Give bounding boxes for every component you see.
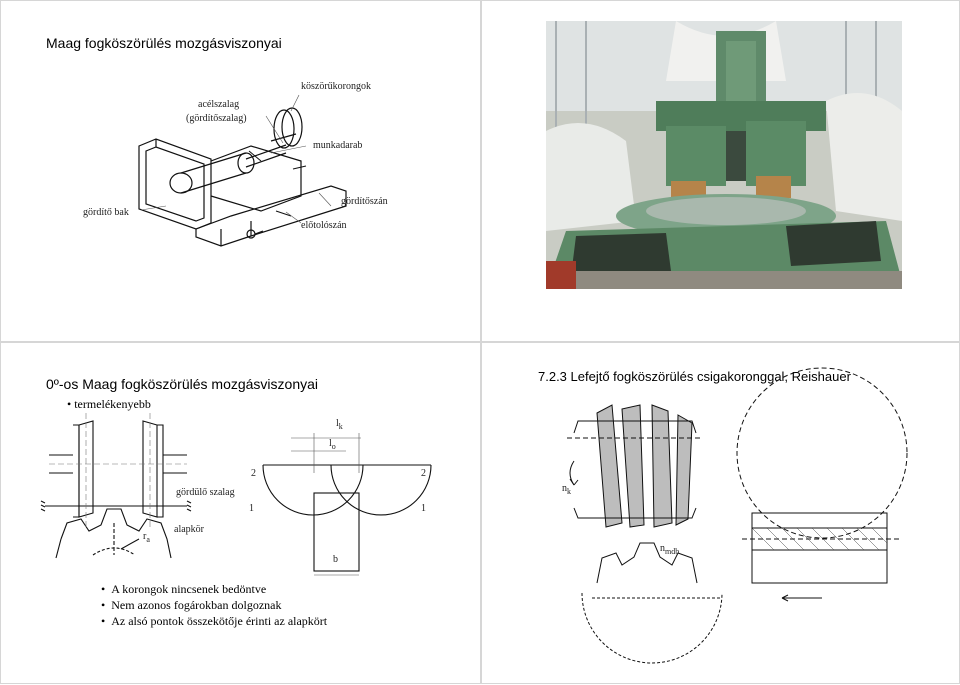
slide-machine-photo [481,0,960,342]
label-gorditoszan: gördítőszán [341,196,388,207]
bullet-list: A korongok nincsenek bedöntve Nem azonos… [101,581,327,629]
label-ra: ra [143,531,150,544]
label-gordito-bak: gördítő bak [83,207,129,218]
label-elotoloszan: előtolószán [301,220,347,231]
label-nmdb: nmdb [660,543,680,556]
label-2-left: 2 [251,468,256,479]
label-koszorukorongok: köszörűkorongok [301,81,371,92]
label-gorditoszalag: (gördítőszalag) [186,113,247,124]
label-b: b [333,554,338,565]
bullet-item: A korongok nincsenek bedöntve [101,581,327,597]
bullet-item: Az alsó pontok összekötője érinti az ala… [101,613,327,629]
label-lo: lo [329,438,336,451]
zero-degree-diagram [40,413,432,576]
label-alapkor: alapkör [174,524,204,535]
slide-reishauer: 7.2.3 Lefejtő fogköszörülés csigakorongg… [481,342,960,684]
label-nk: nk [562,483,571,496]
label-gordulo-szalag: gördülő szalag [176,487,235,498]
label-lk: lk [336,418,343,431]
slide-maag-motion: Maag fogköszörülés mozgásviszonyai [0,0,481,342]
slide-title: 0º-os Maag fogköszörülés mozgásviszonyai [46,376,319,392]
machine-photo [546,21,902,289]
bullet-item: Nem azonos fogárokban dolgoznak [101,597,327,613]
label-2-right: 2 [421,468,426,479]
label-1-right: 1 [421,503,426,514]
subtitle-bullet: • termelékenyebb [67,397,151,411]
slide-title: Maag fogköszörülés mozgásviszonyai [46,35,282,51]
maag-grinding-diagram [138,94,347,247]
label-acelszalag: acélszalag [198,99,240,110]
slide-title: 7.2.3 Lefejtő fogköszörülés csigakorongg… [538,369,851,384]
subtitle-text: termelékenyebb [74,397,151,411]
label-1-left: 1 [249,503,254,514]
slide-zero-degree-maag: 0º-os Maag fogköszörülés mozgásviszonyai… [0,342,481,684]
label-munkadarab: munkadarab [313,140,363,151]
reishauer-diagram [567,367,908,664]
